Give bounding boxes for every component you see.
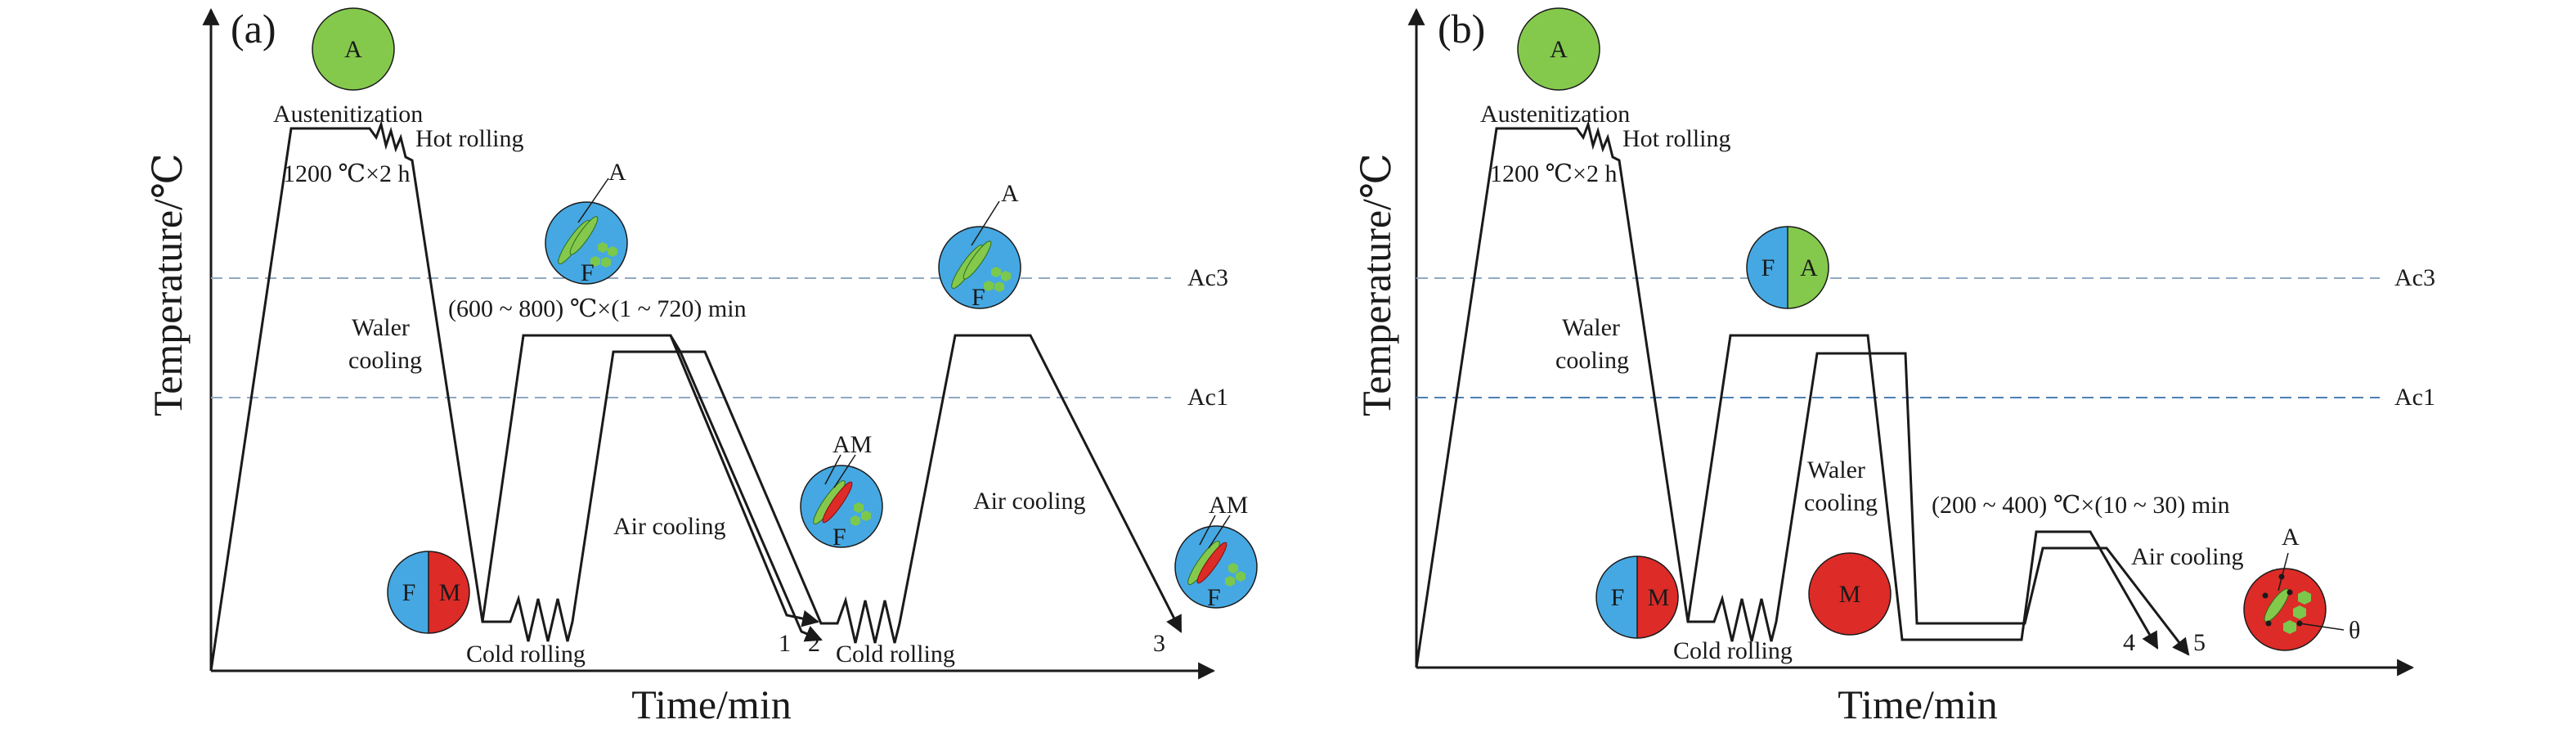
panel-a-am-phase-label-2: AM bbox=[1209, 492, 1248, 519]
panel-a-y-axis-title: Temperature/℃ bbox=[145, 153, 191, 416]
panel-b-water-cooling-label-4: cooling bbox=[1804, 489, 1878, 516]
panel-a-ferrite-phase-label-2: F bbox=[581, 259, 595, 286]
panel-a-ferrite-am-microstructure-2: AM F bbox=[1174, 492, 1258, 611]
panel-b-martensite-phase-label-2: M bbox=[1839, 581, 1861, 608]
panel-b-soak-condition-label: 1200 ℃×2 h bbox=[1490, 160, 1617, 187]
panel-b-y-axis-title: Temperature/℃ bbox=[1353, 153, 1399, 416]
panel-b-ac3-label: Ac3 bbox=[2394, 264, 2435, 291]
panel-b-austenitization-label: Austenitization bbox=[1480, 101, 1630, 128]
panel-b-water-cooling-label-1: Waler bbox=[1562, 314, 1620, 341]
panel-a-route-1-number: 1 bbox=[779, 630, 791, 657]
panel-a-air-cooling-label-2: Air cooling bbox=[973, 488, 1085, 515]
panel-b-ferrite-phase-label-2: F bbox=[1611, 584, 1625, 611]
panel-b-water-cooling-label-3: Waler bbox=[1807, 456, 1865, 483]
panel-a-water-cooling-label-1: Waler bbox=[352, 314, 410, 341]
panel-a-ferrite-martensite-microstructure: F M bbox=[387, 551, 470, 634]
panel-a-ac1-label: Ac1 bbox=[1187, 384, 1228, 411]
panel-b-austenite-phase-label: A bbox=[1550, 36, 1568, 63]
panel-b-martensite-phase-label: M bbox=[1648, 584, 1670, 611]
panel-b-route-4-path bbox=[1686, 334, 2159, 650]
panel-a-austenite-microstructure: A bbox=[312, 7, 395, 91]
panel-a-ferrite-phase-label-5: F bbox=[1207, 584, 1221, 611]
panel-a-ferrite-phase-label: F bbox=[402, 579, 416, 606]
panel-a-anneal-condition-label: (600 ~ 800) ℃×(1 ~ 720) min bbox=[448, 295, 747, 322]
panel-a-x-axis-title: Time/min bbox=[631, 681, 791, 727]
panel-b-water-cooling-label-2: cooling bbox=[1555, 347, 1629, 374]
panel-b-martensite-microstructure: M bbox=[1808, 552, 1892, 636]
panel-b-label: (b) bbox=[1438, 6, 1485, 52]
panel-a-hot-rolling-label: Hot rolling bbox=[415, 125, 524, 152]
panel-a-air-cooling-label-1: Air cooling bbox=[613, 513, 725, 540]
panel-b-x-axis-title: Time/min bbox=[1838, 681, 1997, 727]
panel-b-route-5-path bbox=[1704, 352, 2190, 656]
panel-a-cold-rolling-label-1: Cold rolling bbox=[466, 641, 586, 668]
panel-b-route-5-number: 5 bbox=[2193, 629, 2206, 656]
panel-b-temper-condition-label: (200 ~ 400) ℃×(10 ~ 30) min bbox=[1932, 492, 2230, 519]
panel-a-am-phase-label-1: AM bbox=[832, 431, 872, 458]
panel-a-ac3-label: Ac3 bbox=[1187, 264, 1228, 291]
panel-a-soak-condition-label: 1200 ℃×2 h bbox=[283, 160, 410, 187]
panel-a-ferrite-phase-label-3: F bbox=[832, 524, 846, 551]
panel-a-austenitization-label: Austenitization bbox=[273, 101, 423, 128]
panel-b-ac1-label: Ac1 bbox=[2394, 384, 2435, 411]
panel-a-ferrite-am-microstructure-1: AM F bbox=[800, 431, 883, 551]
panel-b-hot-stage-path bbox=[1415, 119, 1704, 668]
panel-b-austenite-phase-label-2: A bbox=[1800, 254, 1818, 281]
panel-a-cold-rolling-label-2: Cold rolling bbox=[836, 641, 955, 668]
panel-a-austenite-phase-label-3: A bbox=[1001, 180, 1019, 207]
panel-b-ferrite-martensite-microstructure: F M bbox=[1595, 555, 1679, 639]
panel-a-water-cooling-label-2: cooling bbox=[348, 347, 422, 374]
panel-a-ferrite-austenite-microstructure-1: A F bbox=[545, 159, 628, 286]
panel-a-route-1-path bbox=[481, 334, 820, 627]
panel-a-route-3-number: 3 bbox=[1153, 630, 1165, 657]
panel-b-ferrite-phase-label: F bbox=[1761, 254, 1775, 281]
panel-a-ferrite-austenite-microstructure-2: A F bbox=[938, 180, 1021, 311]
panel-b-route-4-number: 4 bbox=[2123, 629, 2135, 656]
panel-a-ferrite-phase-label-4: F bbox=[972, 284, 985, 311]
panel-a-austenite-phase-label: A bbox=[344, 36, 362, 63]
panel-a-route-2-number: 2 bbox=[808, 630, 820, 657]
panel-a-label: (a) bbox=[231, 6, 276, 52]
panel-b-austenite-microstructure: A bbox=[1517, 7, 1600, 91]
panel-a: (a) Temperature/℃ Time/min Ac3 Ac1 Auste… bbox=[145, 6, 1258, 727]
panel-b-tempered-microstructure: A θ bbox=[2243, 524, 2360, 651]
panel-a-martensite-phase-label: M bbox=[439, 579, 461, 606]
panel-a-route-2-path bbox=[669, 335, 823, 642]
panel-a-austenite-phase-label-2: A bbox=[608, 159, 626, 186]
panel-b-ferrite-austenite-microstructure: F A bbox=[1746, 226, 1829, 309]
panel-b-austenite-phase-label-3: A bbox=[2282, 524, 2300, 551]
panel-b-hot-rolling-label: Hot rolling bbox=[1622, 125, 1731, 152]
panel-a-hot-stage-path bbox=[209, 119, 499, 672]
panel-b-theta-phase-label: θ bbox=[2349, 617, 2360, 644]
panel-b-air-cooling-label: Air cooling bbox=[2131, 543, 2243, 570]
panel-b: (b) Temperature/℃ Time/min Ac3 Ac1 Auste… bbox=[1353, 6, 2435, 727]
panel-a-route-3-path bbox=[499, 334, 1183, 644]
panel-b-cold-rolling-label: Cold rolling bbox=[1673, 637, 1793, 664]
